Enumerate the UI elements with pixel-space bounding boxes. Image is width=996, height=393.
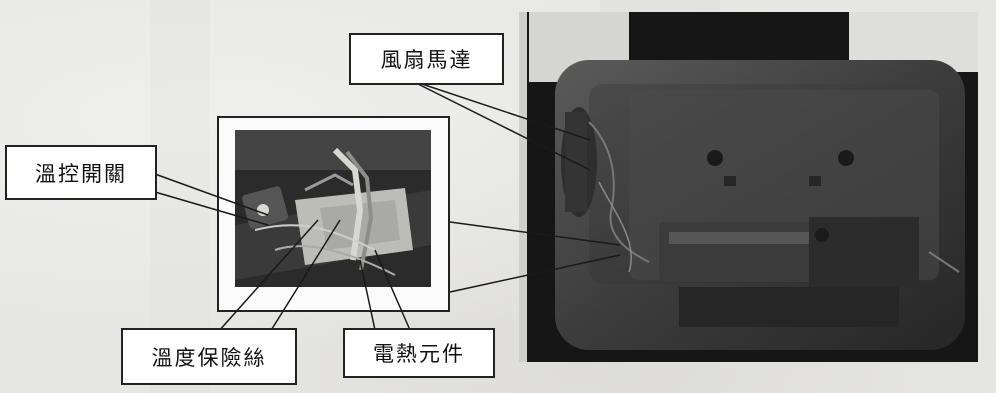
label-fan-motor: 風扇馬達 <box>349 33 504 85</box>
appliance-interior-photo <box>519 12 978 362</box>
label-heating-element: 電熱元件 <box>343 328 495 378</box>
label-thermostat-switch: 溫控開關 <box>5 145 157 200</box>
bleed-through-shade-left <box>150 0 210 393</box>
label-thermal-fuse: 溫度保險絲 <box>121 328 297 385</box>
appliance-interior-drawing <box>519 12 978 362</box>
